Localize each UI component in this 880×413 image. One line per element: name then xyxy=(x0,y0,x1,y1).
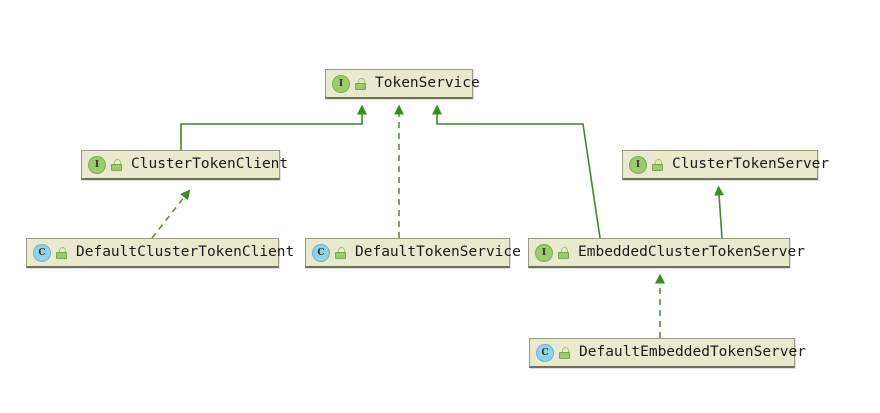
class-icon: C xyxy=(33,243,51,262)
class-icon: C xyxy=(312,243,330,262)
edge-embedded-cluster-token-server-to-cluster-token-server xyxy=(714,185,725,239)
uml-node-token-service[interactable]: I TokenService xyxy=(325,69,480,99)
uml-node-default-cluster-token-client[interactable]: C DefaultClusterTokenClient xyxy=(26,238,294,268)
uml-node-label: EmbeddedClusterTokenServer xyxy=(578,244,805,261)
uml-node-embedded-cluster-token-server[interactable]: I EmbeddedClusterTokenServer xyxy=(528,238,805,268)
interface-icon: I xyxy=(332,74,350,93)
uml-node-label: DefaultClusterTokenClient xyxy=(76,244,295,261)
edge-cluster-token-client-to-token-service xyxy=(180,104,367,150)
uml-node-label: DefaultTokenService xyxy=(355,244,521,261)
uml-node-default-token-service[interactable]: C DefaultTokenService xyxy=(305,238,521,268)
edge-embedded-cluster-token-server-to-token-service xyxy=(432,104,601,239)
uml-node-cluster-token-server[interactable]: I ClusterTokenServer xyxy=(622,150,829,180)
uml-node-label: ClusterTokenServer xyxy=(672,156,830,173)
class-icon: C xyxy=(536,343,554,362)
interface-icon: I xyxy=(88,155,106,174)
interface-icon: I xyxy=(629,155,647,174)
interface-icon: I xyxy=(535,243,553,262)
unlocked-padlock-icon xyxy=(355,77,366,90)
unlocked-padlock-icon xyxy=(559,346,570,359)
unlocked-padlock-icon xyxy=(111,158,122,171)
unlocked-padlock-icon xyxy=(558,246,569,259)
uml-node-label: TokenService xyxy=(375,75,480,92)
uml-node-label: ClusterTokenClient xyxy=(131,156,289,173)
edge-default-cluster-token-client-to-cluster-token-client xyxy=(151,189,191,239)
unlocked-padlock-icon xyxy=(56,246,67,259)
uml-node-label: DefaultEmbeddedTokenServer xyxy=(579,344,806,361)
unlocked-padlock-icon xyxy=(335,246,346,259)
unlocked-padlock-icon xyxy=(652,158,663,171)
uml-node-cluster-token-client[interactable]: I ClusterTokenClient xyxy=(81,150,288,180)
uml-node-default-embedded-token-server[interactable]: C DefaultEmbeddedTokenServer xyxy=(529,338,806,368)
